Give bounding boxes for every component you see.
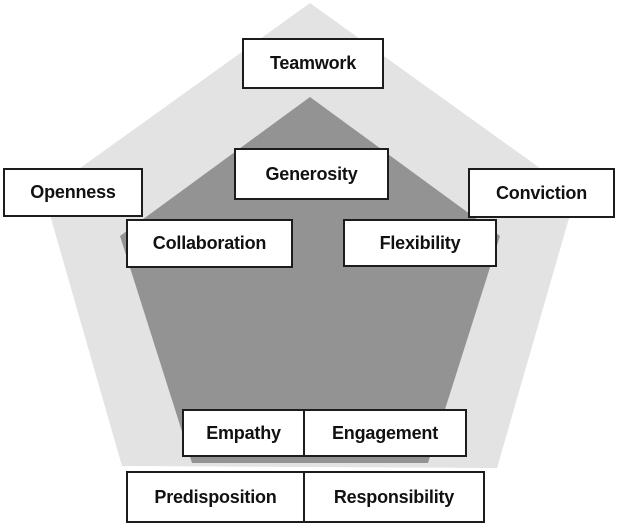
label-box-collaboration: Collaboration: [126, 219, 293, 268]
openness-label: Openness: [30, 182, 116, 202]
label-box-empathy: Empathy: [184, 411, 303, 455]
teamwork-label: Teamwork: [269, 53, 357, 73]
responsibility-label: Responsibility: [333, 486, 455, 507]
collaboration-label: Collaboration: [152, 233, 267, 253]
label-box-teamwork: Teamwork: [242, 38, 384, 89]
label-box-predisposition: Predisposition: [128, 473, 303, 521]
predisposition-label: Predisposition: [154, 486, 277, 507]
label-box-responsibility: Responsibility: [303, 473, 483, 521]
label-box-conviction: Conviction: [468, 168, 615, 218]
flexibility-label: Flexibility: [379, 232, 461, 253]
generosity-label: Generosity: [265, 163, 358, 184]
label-box-engagement: Engagement: [303, 411, 465, 455]
label-box-openness: Openness: [3, 168, 143, 217]
label-box-flexibility: Flexibility: [343, 219, 497, 267]
label-box-generosity: Generosity: [234, 148, 389, 200]
predisposition-responsibility-row: Predisposition Responsibility: [126, 471, 485, 523]
empathy-label: Empathy: [206, 422, 281, 443]
empathy-engagement-row: Empathy Engagement: [182, 409, 467, 457]
engagement-label: Engagement: [331, 422, 439, 443]
inner-pentagon: [120, 97, 500, 463]
conviction-label: Conviction: [496, 182, 587, 203]
